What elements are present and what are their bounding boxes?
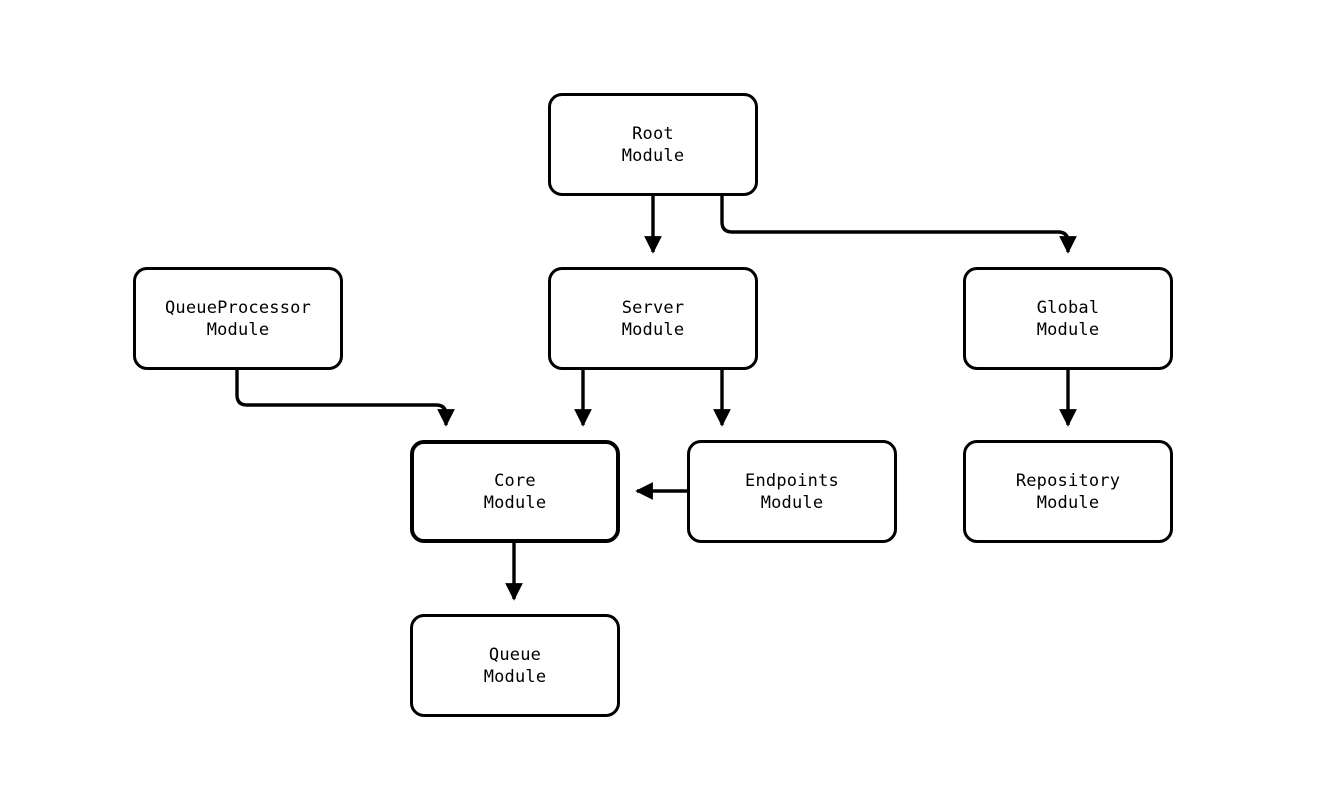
node-label-suffix: Module bbox=[621, 319, 685, 340]
node-label-name: QueueProcessor bbox=[164, 297, 312, 318]
node-label-suffix: Module bbox=[483, 492, 547, 513]
node-label-name: Core bbox=[494, 470, 536, 491]
edge-queueprocessor-to-core bbox=[235, 370, 455, 427]
edge-root-to-global bbox=[720, 196, 1077, 254]
node-label-name: Queue bbox=[488, 644, 542, 665]
node-label-suffix: Module bbox=[483, 666, 547, 687]
node-label-suffix: Module bbox=[206, 319, 270, 340]
node-label-suffix: Module bbox=[1036, 492, 1100, 513]
node-label-suffix: Module bbox=[1036, 319, 1100, 340]
node-label-name: Repository bbox=[1015, 470, 1121, 491]
node-label-name: Global bbox=[1036, 297, 1100, 318]
node-label-name: Server bbox=[621, 297, 685, 318]
node-label-name: Endpoints bbox=[745, 470, 839, 491]
node-label-suffix: Module bbox=[760, 492, 824, 513]
node-label-suffix: Module bbox=[621, 145, 685, 166]
node-label-name: Root bbox=[632, 123, 674, 144]
